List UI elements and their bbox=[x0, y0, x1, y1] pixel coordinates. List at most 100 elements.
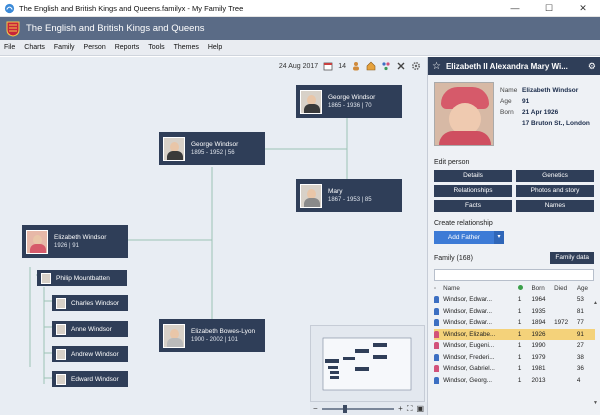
fit-to-screen-icon[interactable]: ⛶ bbox=[406, 403, 413, 413]
row-n: 1 bbox=[517, 296, 522, 304]
fullscreen-icon[interactable]: ▣ bbox=[416, 404, 424, 413]
document-banner: The English and British Kings and Queens bbox=[0, 17, 600, 40]
person-photo bbox=[56, 297, 66, 309]
row-age: 91 bbox=[576, 328, 595, 340]
female-icon bbox=[434, 342, 439, 350]
family-table: ◦ Name Born Died Age Windsor, Edwar... 1… bbox=[434, 283, 595, 386]
fact-name: Elizabeth Windsor bbox=[522, 87, 579, 94]
column-genetics-icon[interactable] bbox=[517, 283, 532, 294]
sort-icon[interactable]: ◦ bbox=[434, 285, 437, 292]
add-father-split-button: Add Father ▾ bbox=[434, 231, 504, 244]
table-row-selected[interactable]: Windsor, Elizabe... 1 1926 91 bbox=[434, 328, 595, 340]
relationships-button[interactable]: Relationships bbox=[434, 185, 512, 197]
person-card-george-vi[interactable]: George Windsor 1895 - 1952 | 56 bbox=[159, 132, 265, 165]
person-photo bbox=[163, 323, 185, 348]
person-portrait[interactable] bbox=[434, 82, 494, 146]
person-card-philip[interactable]: Philip Mountbatten bbox=[37, 270, 127, 286]
column-died[interactable]: Died bbox=[554, 285, 568, 292]
genetics-button[interactable]: Genetics bbox=[516, 170, 594, 182]
close-button[interactable]: ✕ bbox=[579, 2, 587, 13]
photos-story-button[interactable]: Photos and story bbox=[516, 185, 594, 197]
calendar-icon[interactable] bbox=[323, 61, 333, 71]
tree-icon[interactable] bbox=[381, 61, 391, 71]
tools-icon[interactable] bbox=[396, 61, 406, 71]
row-name: Windsor, Edwar... bbox=[443, 307, 493, 315]
menu-help[interactable]: Help bbox=[207, 44, 223, 51]
male-icon bbox=[434, 307, 439, 315]
facts-button[interactable]: Facts bbox=[434, 200, 512, 212]
column-name[interactable]: Name bbox=[443, 285, 460, 292]
people-icon[interactable] bbox=[351, 61, 361, 71]
family-search-input[interactable] bbox=[438, 271, 593, 279]
person-card-elizabeth[interactable]: Elizabeth Windsor 1926 | 91 bbox=[22, 225, 128, 258]
create-relationship-label: Create relationship bbox=[434, 220, 493, 227]
scroll-up-icon[interactable]: ▲ bbox=[593, 300, 598, 306]
person-name: Elizabeth Windsor bbox=[54, 234, 107, 241]
family-scrollbar[interactable]: ▲ ▼ bbox=[593, 300, 598, 410]
person-photo bbox=[56, 323, 66, 335]
settings-icon[interactable] bbox=[411, 61, 421, 71]
zoom-out-icon[interactable]: − bbox=[313, 404, 318, 413]
document-title: The English and British Kings and Queens bbox=[26, 23, 205, 34]
table-row[interactable]: Windsor, Edwar... 1 1935 81 bbox=[434, 306, 595, 318]
menu-family[interactable]: Family bbox=[53, 44, 75, 51]
row-born: 1926 bbox=[531, 328, 555, 340]
column-born[interactable]: Born bbox=[531, 285, 545, 292]
gear-icon[interactable]: ⚙ bbox=[587, 60, 596, 71]
tree-canvas[interactable]: 24 Aug 2017 14 George Windsor bbox=[0, 57, 427, 415]
person-card-child[interactable]: Andrew Windsor bbox=[52, 346, 128, 362]
person-card-bowes-lyon[interactable]: Elizabeth Bowes-Lyon 1900 - 2002 | 101 bbox=[159, 319, 265, 352]
menu-file[interactable]: File bbox=[4, 44, 16, 51]
table-row[interactable]: Windsor, Frederi... 1 1979 38 bbox=[434, 352, 595, 364]
chevron-down-icon[interactable]: ▾ bbox=[494, 231, 504, 244]
row-name: Windsor, Eugeni... bbox=[443, 342, 495, 350]
row-born: 1979 bbox=[531, 353, 546, 361]
menu-person[interactable]: Person bbox=[83, 44, 106, 51]
person-name: Elizabeth Bowes-Lyon bbox=[191, 328, 256, 335]
person-card-mary[interactable]: Mary 1867 - 1953 | 85 bbox=[296, 179, 402, 212]
person-dates: 1865 - 1936 | 70 bbox=[328, 103, 372, 109]
person-card-child[interactable]: Anne Windsor bbox=[52, 321, 128, 337]
zoom-slider[interactable] bbox=[321, 404, 395, 413]
person-dates: 1867 - 1953 | 85 bbox=[328, 197, 372, 203]
menu-tools[interactable]: Tools bbox=[148, 44, 165, 51]
person-photo bbox=[56, 373, 66, 385]
male-icon bbox=[434, 319, 439, 327]
row-born: 2013 bbox=[531, 376, 546, 384]
scroll-down-icon[interactable]: ▼ bbox=[593, 400, 598, 406]
family-count: Family (168) bbox=[434, 254, 473, 262]
row-age: 77 bbox=[576, 319, 584, 327]
add-father-button[interactable]: Add Father bbox=[434, 231, 494, 244]
person-panel: ☆ Elizabeth II Alexandra Mary Wi... ⚙ Na… bbox=[427, 57, 600, 415]
zoom-in-icon[interactable]: + bbox=[398, 404, 403, 413]
table-row[interactable]: Windsor, Eugeni... 1 1990 27 bbox=[434, 340, 595, 352]
person-card-child[interactable]: Edward Windsor bbox=[52, 371, 128, 387]
column-age[interactable]: Age bbox=[576, 285, 589, 292]
maximize-button[interactable]: ☐ bbox=[544, 2, 554, 13]
table-row[interactable]: Windsor, Edwar... 1 1894 1972 77 bbox=[434, 317, 595, 329]
row-n: 1 bbox=[517, 307, 522, 315]
family-data-button[interactable]: Family data bbox=[550, 252, 594, 264]
menu-themes[interactable]: Themes bbox=[173, 44, 199, 51]
table-row[interactable]: Windsor, Edwar... 1 1964 53 bbox=[434, 294, 595, 306]
fact-birthplace: 17 Bruton St., London bbox=[522, 120, 590, 127]
minimize-button[interactable]: — bbox=[510, 3, 520, 13]
menu-charts[interactable]: Charts bbox=[24, 44, 45, 51]
star-icon[interactable]: ☆ bbox=[432, 60, 441, 72]
female-icon bbox=[434, 365, 439, 373]
tree-minimap[interactable] bbox=[310, 325, 425, 402]
names-button[interactable]: Names bbox=[516, 200, 594, 212]
home-icon[interactable] bbox=[366, 61, 376, 71]
row-name: Windsor, Gabriel... bbox=[443, 365, 495, 373]
canvas-toolbar: 24 Aug 2017 14 bbox=[279, 61, 421, 71]
table-row[interactable]: Windsor, Gabriel... 1 1981 36 bbox=[434, 363, 595, 375]
row-age: 27 bbox=[576, 342, 584, 350]
person-card-child[interactable]: Charles Windsor bbox=[52, 295, 128, 311]
menu-reports[interactable]: Reports bbox=[114, 44, 140, 51]
person-card-george-v[interactable]: George Windsor 1865 - 1936 | 70 bbox=[296, 85, 402, 118]
family-header: Family (168) Family data bbox=[428, 252, 600, 264]
male-icon bbox=[434, 376, 439, 384]
details-button[interactable]: Details bbox=[434, 170, 512, 182]
table-row[interactable]: Windsor, Georg... 1 2013 4 bbox=[434, 375, 595, 387]
